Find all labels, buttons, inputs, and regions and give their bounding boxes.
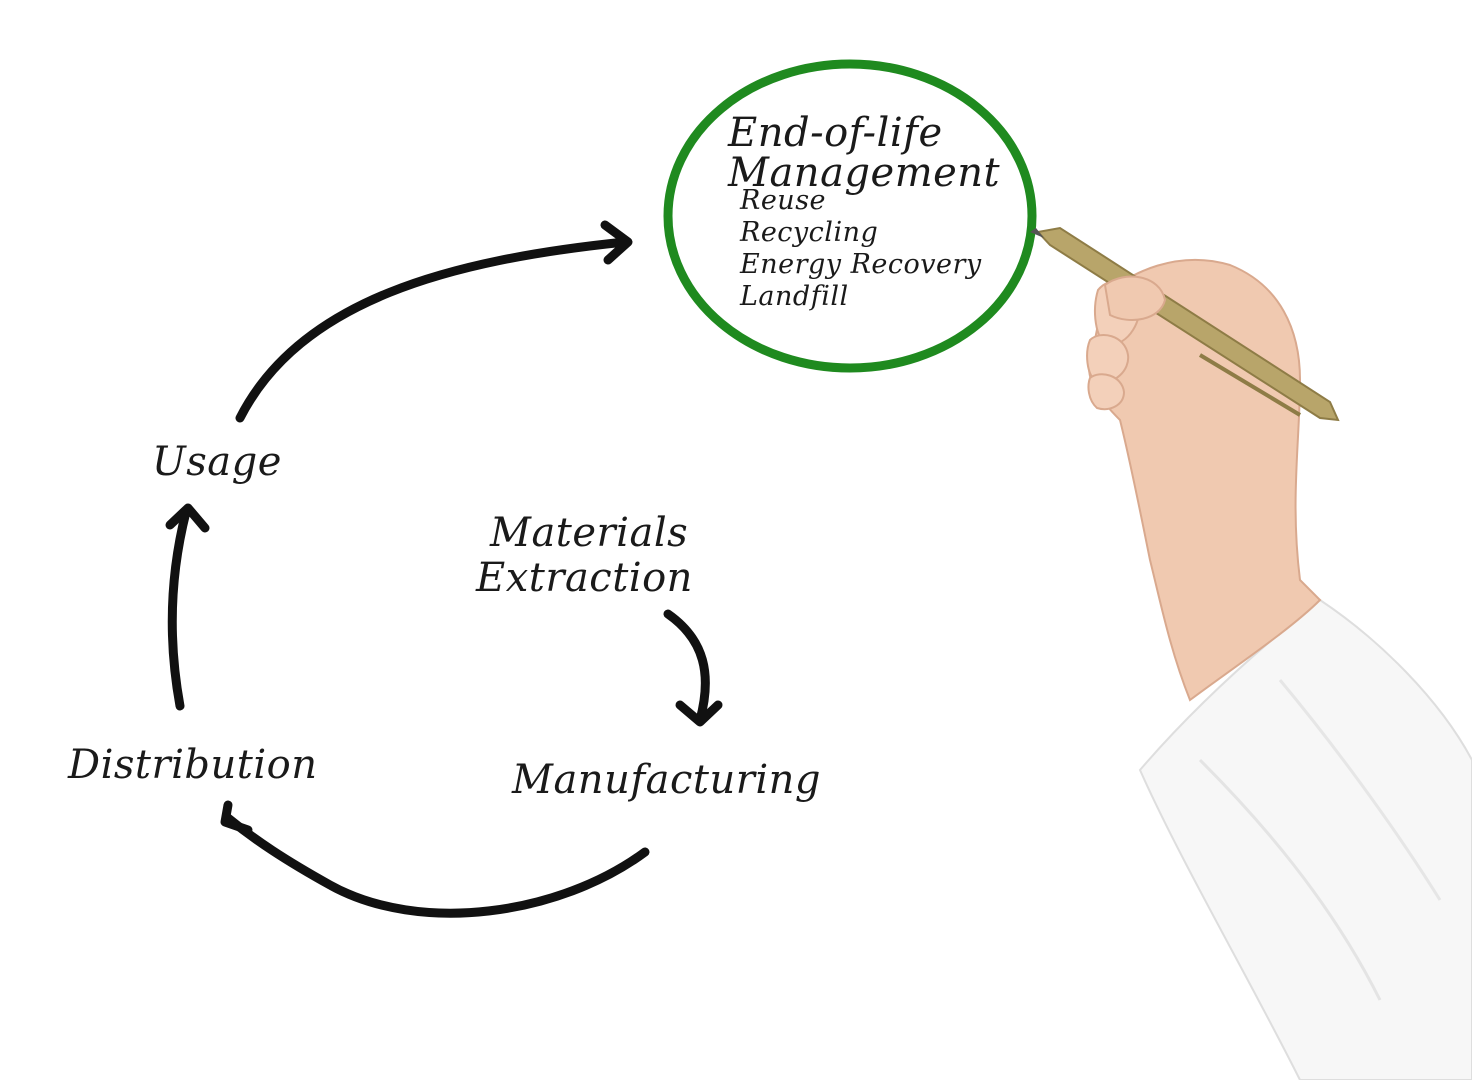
end-of-life-option-landfill: Landfill (740, 281, 849, 312)
end-of-life-title-line2: Management (728, 150, 1001, 196)
end-of-life-option-reuse: Reuse (740, 185, 827, 216)
arrowhead-distribution (220, 800, 253, 835)
end-of-life-option-energy-recovery: Energy Recovery (740, 249, 982, 280)
sleeve (1138, 598, 1472, 1080)
pen (1036, 226, 1340, 422)
highlight-circle (663, 59, 1037, 373)
end-of-life-option-recycling: Recycling (740, 217, 879, 248)
arrowhead-manufacturing (675, 700, 723, 727)
hand-with-pen-illustration (1030, 226, 1472, 1080)
node-materials-line2: Extraction (476, 555, 693, 601)
node-manufacturing: Manufacturing (512, 757, 821, 803)
end-of-life-title-line1: End-of-life (728, 110, 943, 156)
arrows (165, 220, 723, 918)
node-distribution: Distribution (68, 742, 318, 788)
node-usage: Usage (152, 439, 282, 485)
arrowhead-usage (165, 503, 210, 533)
arrow-distribution-to-usage (167, 507, 191, 711)
arrow-usage-to-end-of-life (235, 237, 630, 423)
arrow-manufacturing-to-distribution (223, 813, 650, 918)
node-materials-line1: Materials (490, 510, 689, 556)
arrow-materials-to-manufacturing (663, 609, 710, 725)
arrowhead-end-of-life (600, 220, 633, 265)
